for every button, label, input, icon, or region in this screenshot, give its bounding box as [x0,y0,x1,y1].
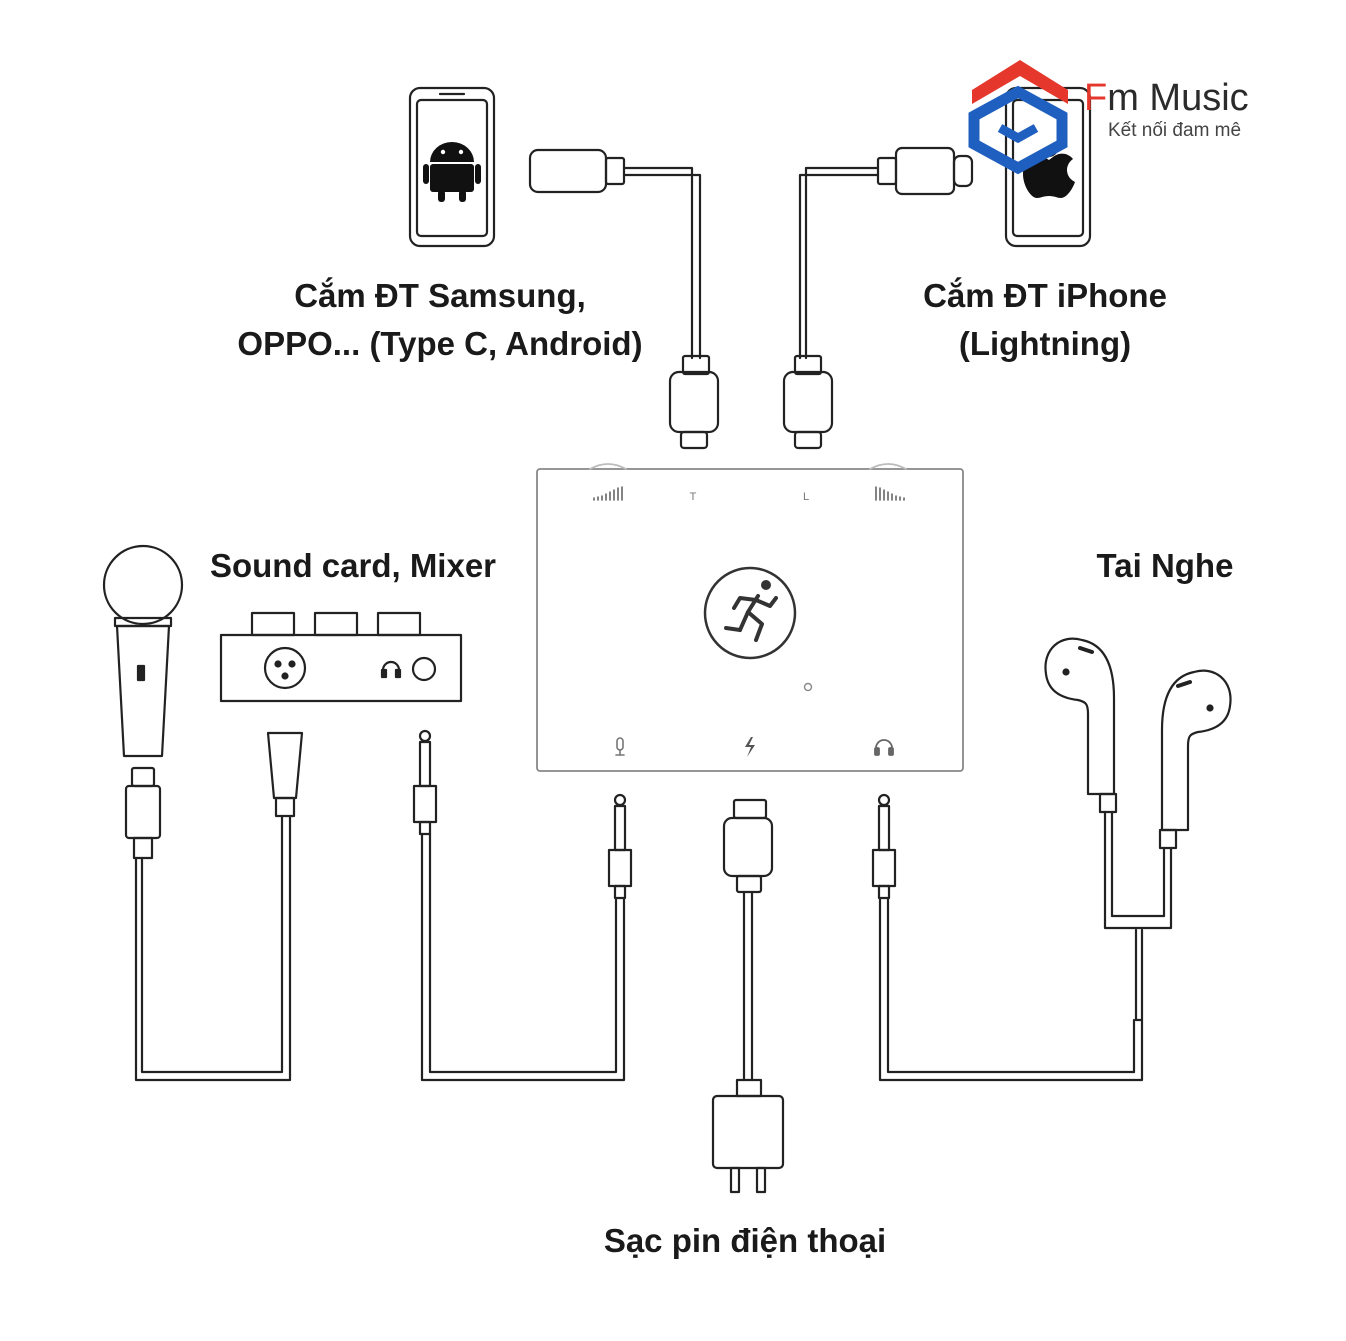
device-port-t: T [690,491,697,503]
xlr-jack-icon [263,646,307,690]
usb-c-cable-android [528,148,720,450]
brand-tagline: Kết nối đam mê [1108,120,1242,141]
label-iphone: Cắm ĐT iPhone (Lightning) [890,272,1200,368]
microphone-icon [102,544,184,860]
label-android-line1: Cắm ĐT Samsung, [294,277,586,314]
device-port-l: L [803,491,809,503]
indicator-led [803,682,813,692]
label-android-line2: OPPO... (Type C, Android) [237,325,643,362]
label-sound-card: Sound card, Mixer [209,547,497,584]
output-level-icon [875,486,905,501]
aux-cable-sound-card [412,729,633,1082]
brand-name-prefix: F [1084,77,1108,119]
lightning-cable-iphone [782,146,974,450]
fm-music-logo-icon [968,60,1068,175]
mic-xlr-cable [134,731,304,1082]
sound-card-mixer [219,611,463,703]
label-android-phone: Cắm ĐT Samsung, OPPO... (Type C, Android… [220,272,660,368]
wall-charger-icon [711,1094,785,1194]
brand-name: Fm Music [1084,76,1249,120]
audio-interface-device [536,463,964,772]
headphone-jack-icon [380,656,437,682]
android-phone [408,86,496,248]
earbuds-icon [1044,637,1232,930]
label-iphone-line1: Cắm ĐT iPhone [923,277,1167,314]
label-charger: Sạc pin điện thoại [603,1222,887,1259]
mic-port-icon [615,737,625,756]
android-icon [423,142,481,202]
input-level-icon [593,486,623,501]
label-headphones: Tai Nghe [1096,547,1234,584]
charger-cable [722,798,774,1098]
brand-name-rest: m Music [1107,77,1249,119]
label-iphone-line2: (Lightning) [958,325,1132,362]
mackie-runner-logo [703,566,797,660]
headphone-cable [871,793,1144,1082]
power-bolt-icon [745,737,755,757]
headphone-port-icon [874,739,894,756]
